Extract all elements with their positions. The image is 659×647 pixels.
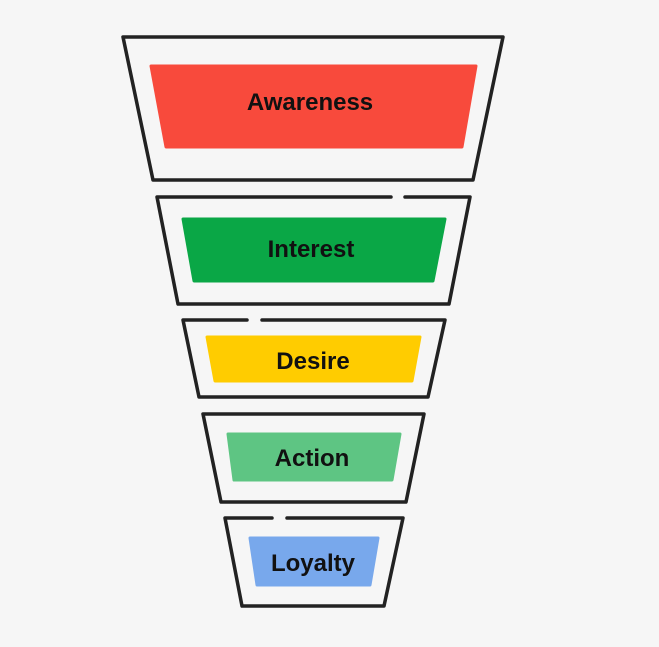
stage-label-awareness: Awareness	[247, 89, 373, 116]
stage-band-awareness	[149, 64, 478, 149]
funnel-stage-awareness: Awareness	[121, 35, 505, 182]
stage-band-action	[226, 432, 402, 482]
funnel-stage-action: Action	[201, 412, 426, 504]
stage-label-loyalty: Loyalty	[271, 550, 356, 577]
stage-frame	[201, 412, 426, 504]
stage-band-interest	[181, 217, 447, 283]
stage-band-desire	[205, 335, 422, 383]
stage-band-loyalty	[248, 536, 380, 587]
funnel-stage-desire: Desire	[181, 318, 447, 399]
stage-frame	[223, 516, 405, 608]
stage-label-interest: Interest	[268, 236, 355, 263]
funnel-stage-loyalty: Loyalty	[223, 516, 405, 608]
stage-label-action: Action	[275, 445, 350, 472]
stage-frame	[155, 195, 472, 306]
stage-label-desire: Desire	[276, 348, 349, 375]
stage-frame	[181, 318, 447, 399]
stage-frame	[121, 35, 505, 182]
funnel-stage-interest: Interest	[155, 195, 472, 306]
